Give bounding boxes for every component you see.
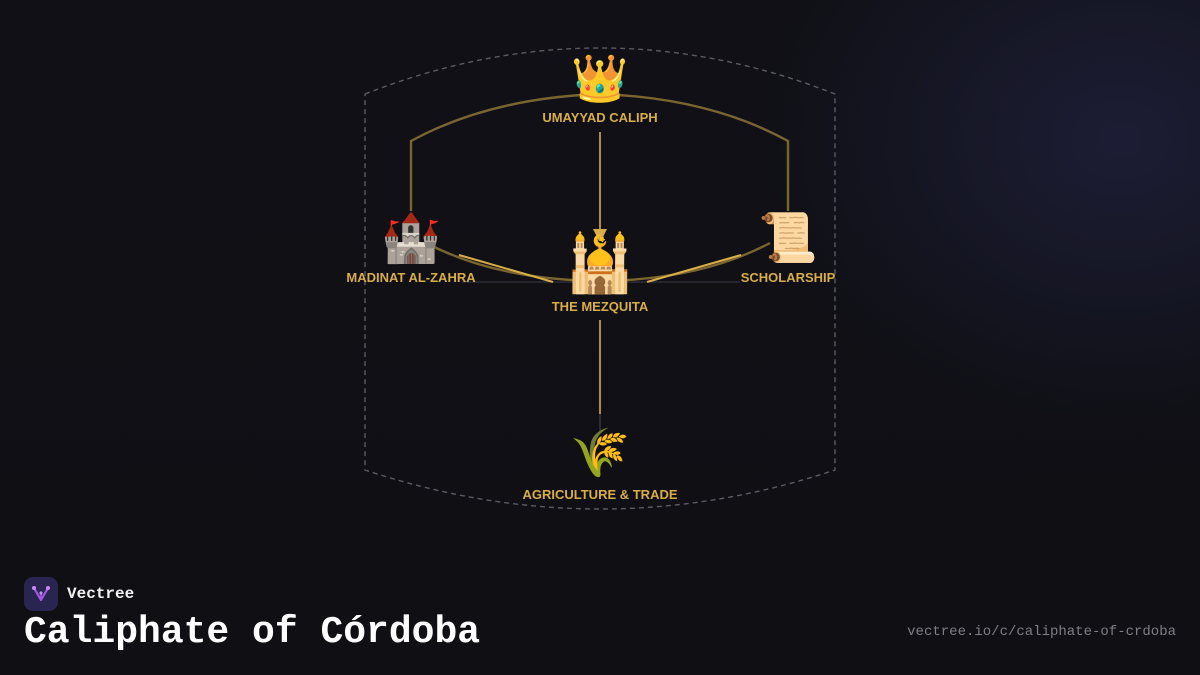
node-scholarship[interactable]: 📜 SCHOLARSHIP: [741, 210, 836, 285]
node-madinat-al-zahra[interactable]: 🏰 MADINAT AL-ZAHRA: [346, 210, 476, 285]
node-agriculture-trade-label: AGRICULTURE & TRADE: [522, 487, 677, 502]
castle-icon: 🏰: [381, 210, 441, 266]
connector-caliph-zahra: [409, 92, 601, 211]
brand: Vectree: [24, 577, 134, 611]
node-scholarship-label: SCHOLARSHIP: [741, 270, 836, 285]
node-agriculture-trade[interactable]: 🌾 AGRICULTURE & TRADE: [522, 425, 677, 502]
brand-name: Vectree: [67, 585, 135, 603]
connector-zahra-mezquita: [458, 254, 554, 283]
boundary-outline: [364, 47, 836, 510]
mosque-icon: 🕌: [565, 230, 635, 297]
crown-icon: 👑: [571, 51, 628, 105]
node-caliph[interactable]: 👑 UMAYYAD CALIPH: [542, 51, 657, 125]
node-caliph-label: UMAYYAD CALIPH: [542, 110, 657, 125]
node-mezquita[interactable]: 🕌 THE MEZQUITA: [552, 230, 649, 315]
page-title: Caliphate of Córdoba: [24, 611, 481, 654]
page-url[interactable]: vectree.io/c/caliphate-of-crdoba: [907, 624, 1176, 640]
scroll-icon: 📜: [758, 210, 818, 266]
node-mezquita-label: THE MEZQUITA: [552, 299, 649, 314]
connector-zahra-mezquita-curve: [429, 243, 601, 283]
connector-scholarship-mezquita-curve: [599, 241, 771, 283]
connector-caliph-scholarship: [599, 92, 790, 211]
connector-scholarship-mezquita: [646, 254, 742, 283]
vectree-logo-icon: [24, 577, 58, 611]
node-madinat-al-zahra-label: MADINAT AL-ZAHRA: [346, 270, 476, 285]
wheat-icon: 🌾: [570, 425, 630, 481]
